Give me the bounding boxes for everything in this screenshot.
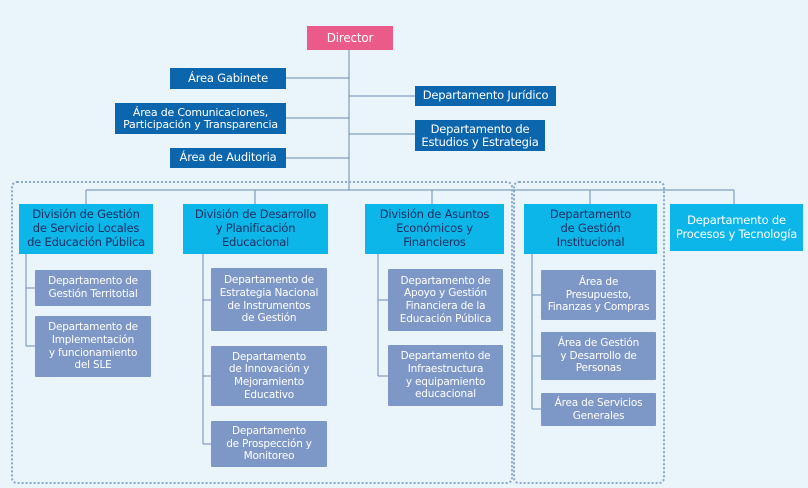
divisions-frame — [11, 181, 513, 484]
departamento-apoyo-gestion-box: Departamento de Apoyo y Gestión Financie… — [388, 269, 503, 331]
departamento-procesos-box: Departamento de Procesos y Tecnología — [670, 204, 803, 251]
departamento-innovacion-box: Departamento de Innovación y Mejoramient… — [211, 346, 327, 406]
departamento-juridico-label: Departamento Jurídico — [422, 88, 549, 103]
departamento-infraestructura-label: Departamento de Infraestructura y equipa… — [400, 350, 491, 401]
departamento-infraestructura-box: Departamento de Infraestructura y equipa… — [388, 345, 503, 406]
area-presupuesto-label: Área de Presupuesto, Finanzas y Compras — [547, 276, 650, 314]
departamento-prospeccion-box: Departamento de Prospección y Monitoreo — [211, 421, 327, 467]
departamento-gestion-territorial-label: Departamento de Gestión Territotial — [48, 275, 138, 300]
departamento-implementacion-box: Departamento de Implementación y funcion… — [35, 316, 151, 377]
departamento-innovacion-label: Departamento de Innovación y Mejoramient… — [228, 350, 310, 401]
departamento-apoyo-gestion-label: Departamento de Apoyo y Gestión Financie… — [399, 274, 492, 325]
departamento-estrategia-nacional-label: Departamento de Estrategia Nacional de I… — [219, 274, 319, 325]
division-desarrollo-label: División de Desarrollo y Planificación E… — [194, 207, 317, 249]
division-desarrollo-box: División de Desarrollo y Planificación E… — [183, 204, 328, 254]
division-gestion-servicio-box: División de Gestión de Servicio Locales … — [19, 204, 153, 254]
division-asuntos-economicos-label: División de Asuntos Económicos y Financi… — [379, 207, 490, 249]
area-comunicaciones-box: Área de Comunicaciones, Participación y … — [115, 103, 286, 134]
institutional-frame — [513, 181, 665, 484]
departamento-juridico-box: Departamento Jurídico — [415, 86, 556, 106]
departamento-estudios-box: Departamento de Estudios y Estrategia — [415, 120, 545, 151]
director-box: Director — [307, 26, 393, 50]
area-servicios-generales-box: Área de Servicios Generales — [541, 393, 656, 426]
director-label: Director — [326, 30, 374, 45]
departamento-prospeccion-label: Departamento de Prospección y Monitoreo — [226, 425, 312, 463]
division-asuntos-economicos-box: División de Asuntos Económicos y Financi… — [365, 204, 504, 254]
departamento-gestion-institucional-box: Departamento de Gestión Institucional — [524, 204, 657, 254]
area-gestion-personas-box: Área de Gestión y Desarrollo de Personas — [541, 332, 656, 380]
departamento-implementacion-label: Departamento de Implementación y funcion… — [48, 321, 138, 372]
area-gabinete-box: Área Gabinete — [170, 68, 286, 89]
area-auditoria-box: Área de Auditoria — [170, 148, 286, 168]
area-comunicaciones-label: Área de Comunicaciones, Participación y … — [123, 105, 278, 131]
departamento-procesos-label: Departamento de Procesos y Tecnología — [675, 212, 798, 241]
departamento-estrategia-nacional-box: Departamento de Estrategia Nacional de I… — [211, 268, 327, 331]
area-gestion-personas-label: Área de Gestión y Desarrollo de Personas — [557, 337, 640, 375]
departamento-estudios-label: Departamento de Estudios y Estrategia — [421, 122, 539, 149]
area-gabinete-label: Área Gabinete — [188, 70, 268, 85]
division-gestion-servicio-label: División de Gestión de Servicio Locales … — [27, 207, 145, 249]
departamento-gestion-institucional-label: Departamento de Gestión Institucional — [549, 207, 632, 249]
area-presupuesto-box: Área de Presupuesto, Finanzas y Compras — [541, 270, 656, 320]
area-auditoria-label: Área de Auditoria — [179, 150, 277, 165]
area-servicios-generales-label: Área de Servicios Generales — [554, 396, 643, 422]
departamento-gestion-territorial-box: Departamento de Gestión Territotial — [35, 270, 151, 306]
